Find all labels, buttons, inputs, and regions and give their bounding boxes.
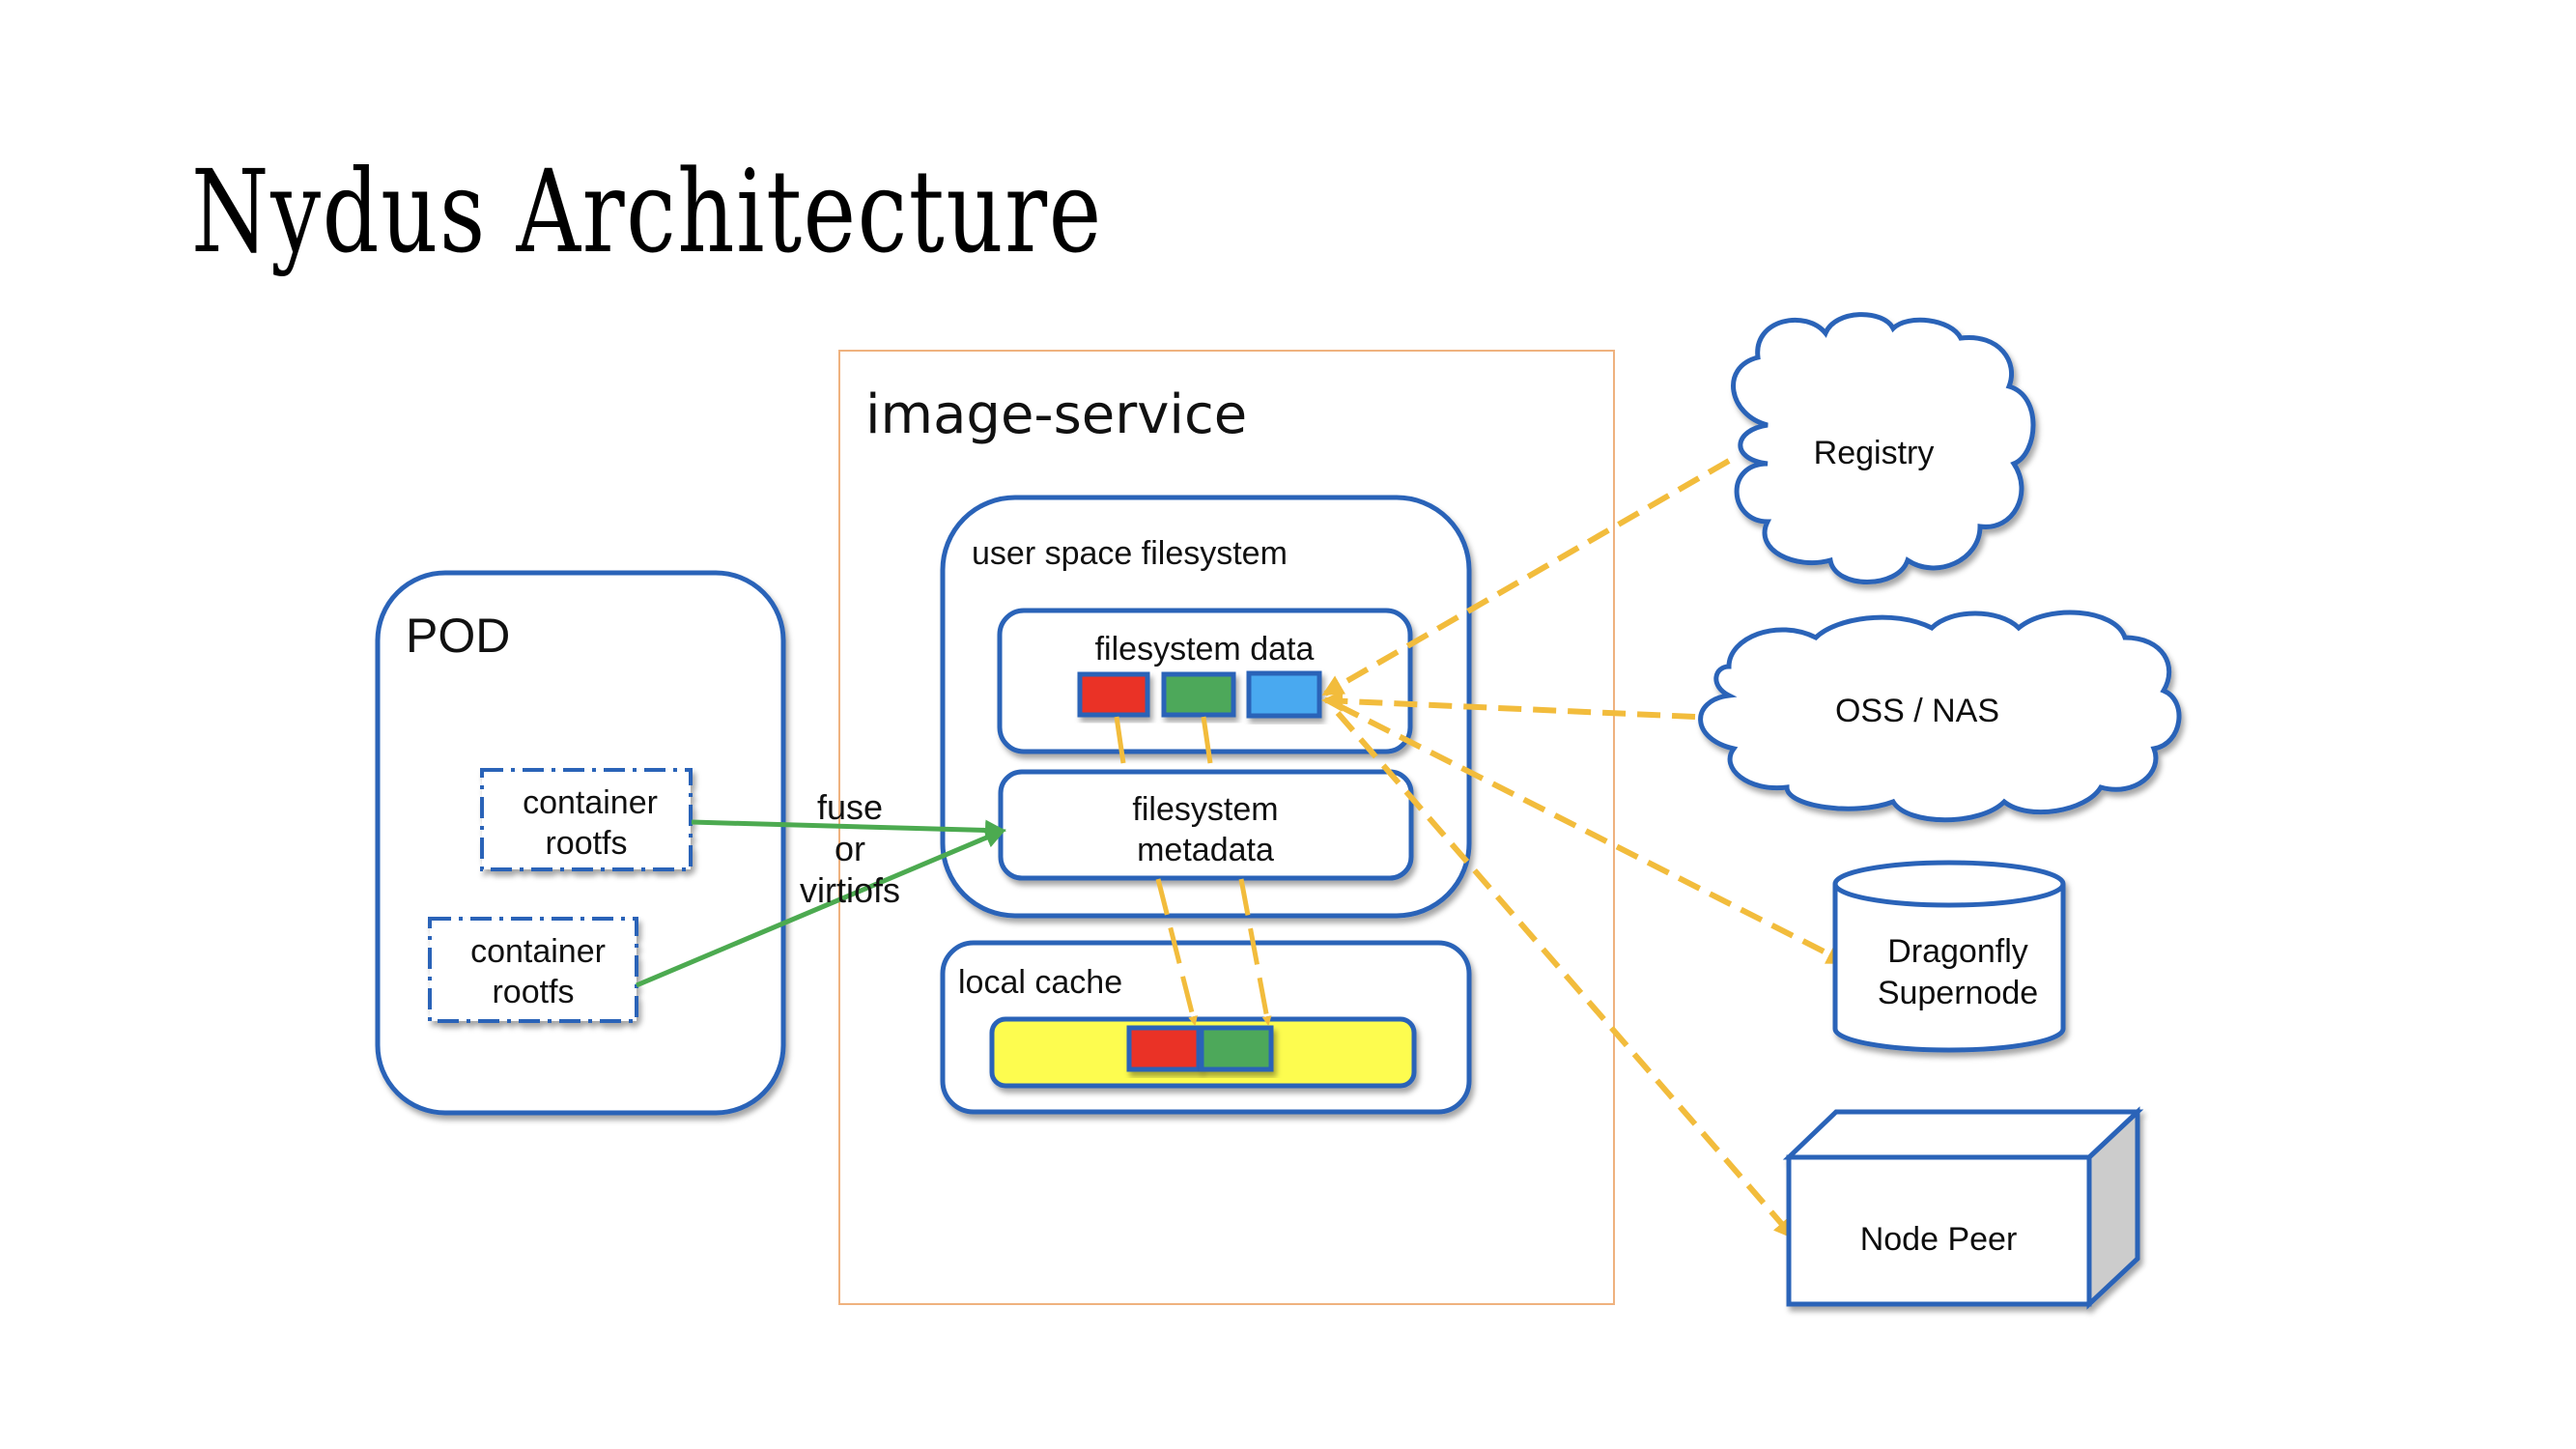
link-red-segment-2 <box>1155 878 1198 1026</box>
fuse-arrow-2 <box>636 827 1006 988</box>
data-block-red <box>1077 671 1150 718</box>
local-cache-box: local cache <box>940 940 1472 1115</box>
node-peer-box: Node Peer <box>1782 1106 2144 1310</box>
link-oss <box>1321 690 1696 720</box>
registry-cloud: Registry <box>1731 312 2036 584</box>
fuse-arrow-1 <box>691 819 1006 841</box>
container-rootfs-2: container rootfs <box>428 917 638 1023</box>
link-red-segment-1 <box>1114 716 1126 764</box>
oss-nas-cloud: OSS / NAS <box>1698 610 2182 823</box>
container-rootfs-1-line2: rootfs <box>545 825 627 862</box>
cache-block-red <box>1126 1025 1202 1072</box>
container-rootfs-2-line2: rootfs <box>492 974 574 1010</box>
link-dragonfly <box>1336 702 1849 965</box>
local-cache-label: local cache <box>958 964 1122 1001</box>
data-to-cache-links <box>1114 716 1272 1026</box>
user-space-filesystem-label: user space filesystem <box>972 535 1288 572</box>
link-node-peer <box>1335 711 1796 1240</box>
backend-links <box>1321 458 1849 1240</box>
page-title: Nydus Architecture <box>191 145 1103 278</box>
pod-box: POD container rootfs container rootfs <box>375 570 786 1116</box>
connector-fuse: fuse <box>817 787 883 827</box>
connector-or: or <box>835 829 865 868</box>
filesystem-data-label: filesystem data <box>1095 631 1315 668</box>
registry-label: Registry <box>1814 435 1935 471</box>
connector-virtiofs: virtiofs <box>800 870 900 910</box>
container-rootfs-1-line1: container <box>523 784 658 821</box>
data-block-green <box>1161 671 1236 718</box>
dragonfly-supernode-cylinder: Dragonfly Supernode <box>1832 860 2066 1053</box>
container-rootfs-1: container rootfs <box>480 768 693 871</box>
filesystem-metadata-line1: filesystem <box>1132 791 1278 828</box>
connector-label: fuse or virtiofs <box>800 787 900 910</box>
filesystem-metadata-line2: metadata <box>1137 832 1274 868</box>
filesystem-metadata-box: filesystem metadata <box>998 769 1414 881</box>
oss-nas-label: OSS / NAS <box>1835 693 1999 729</box>
node-peer-label: Node Peer <box>1860 1221 2018 1258</box>
container-rootfs-2-line1: container <box>470 933 606 970</box>
link-green-segment-1 <box>1201 716 1213 764</box>
dragonfly-line1: Dragonfly <box>1887 933 2028 970</box>
dragonfly-line2: Supernode <box>1878 975 2038 1011</box>
filesystem-data-box: filesystem data <box>997 608 1413 754</box>
data-block-blue <box>1246 670 1322 719</box>
link-green-segment-2 <box>1238 878 1272 1026</box>
pod-label: POD <box>406 609 510 663</box>
link-registry <box>1321 458 1731 696</box>
cache-block-green <box>1199 1025 1274 1072</box>
fuse-arrows <box>636 819 1006 988</box>
user-space-filesystem-box: user space filesystem filesystem data fi… <box>940 495 1472 919</box>
image-service-label: image-service <box>865 384 1247 446</box>
